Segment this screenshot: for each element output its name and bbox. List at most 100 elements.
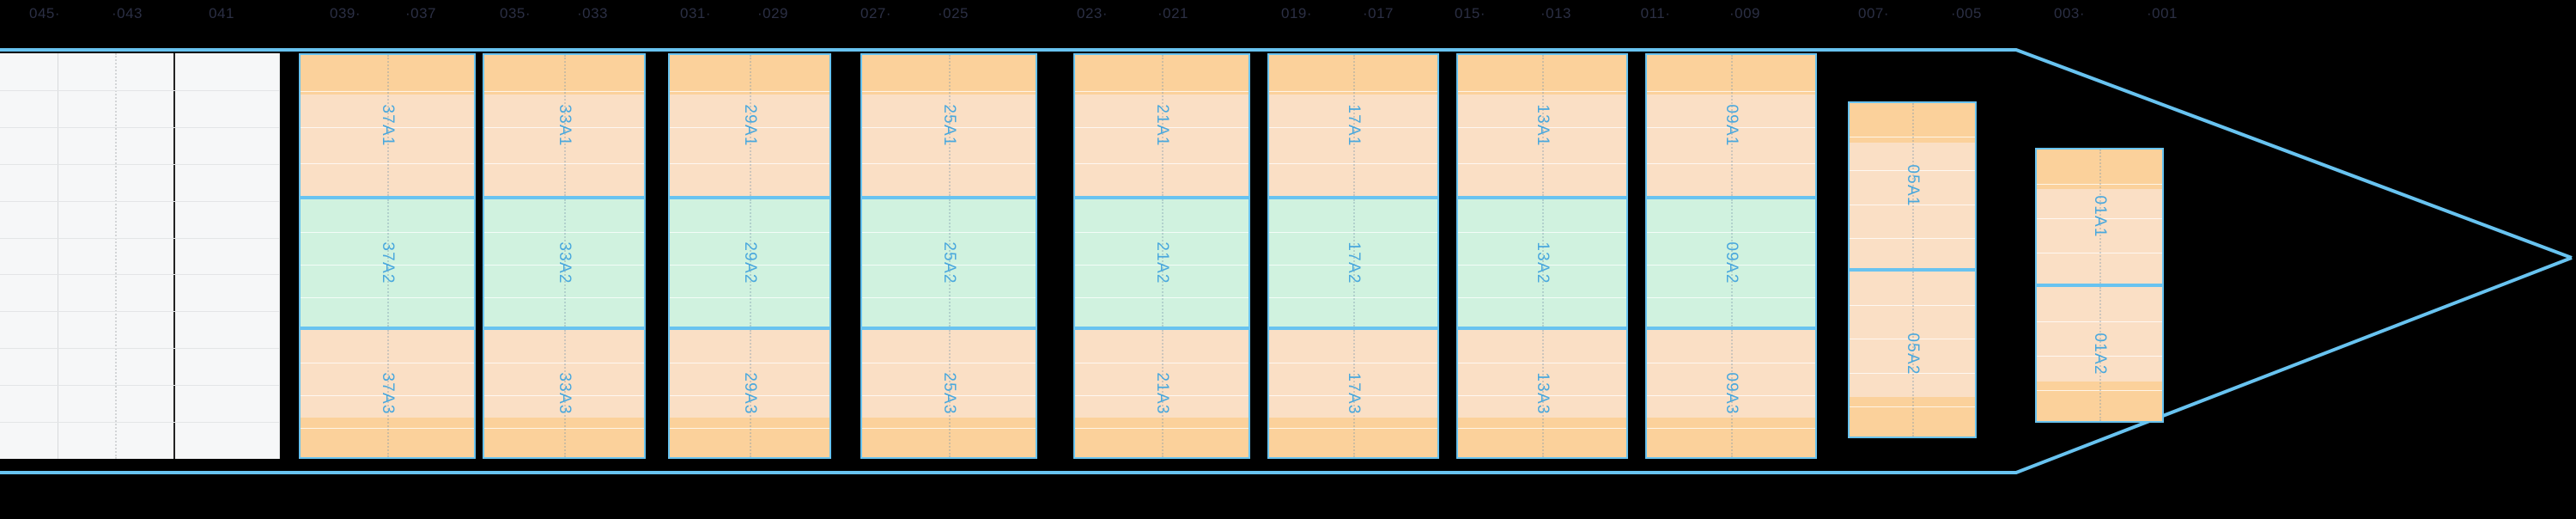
tier-cap-strip — [1269, 55, 1437, 95]
bay-centreline — [387, 330, 389, 457]
tier-17A3[interactable]: 17A3 — [1267, 328, 1439, 459]
grid-row-line — [0, 238, 279, 239]
slot-divider-line — [1458, 127, 1626, 128]
bay-centreline — [949, 330, 951, 457]
tier-25A1[interactable]: 25A1 — [860, 53, 1037, 198]
tier-01A1[interactable]: 01A1 — [2035, 148, 2164, 285]
tier-21A3[interactable]: 21A3 — [1073, 328, 1250, 459]
tier-cap-strip — [670, 55, 829, 95]
tier-label: 13A2 — [1534, 241, 1552, 284]
tier-cap-strip — [862, 418, 1036, 457]
bay-centreline — [2099, 287, 2101, 421]
tier-label: 29A2 — [741, 241, 759, 284]
tier-17A1[interactable]: 17A1 — [1267, 53, 1439, 198]
bay-29[interactable]: 29A1 29A2 29A3 — [668, 53, 831, 459]
bay-01[interactable]: 01A1 01A2 — [2035, 148, 2164, 423]
bay-centreline — [564, 330, 566, 457]
grid-row-line — [0, 422, 279, 423]
tier-33A3[interactable]: 33A3 — [483, 328, 646, 459]
grid-row-line — [0, 385, 279, 386]
tier-09A1[interactable]: 09A1 — [1645, 53, 1817, 198]
tier-01A2[interactable]: 01A2 — [2035, 285, 2164, 423]
tier-33A1[interactable]: 33A1 — [483, 53, 646, 198]
tier-25A3[interactable]: 25A3 — [860, 328, 1037, 459]
tier-09A2[interactable]: 09A2 — [1645, 198, 1817, 328]
slot-divider-line — [301, 395, 474, 396]
tier-13A2[interactable]: 13A2 — [1456, 198, 1628, 328]
bay-centreline — [1542, 55, 1544, 196]
grid-column — [0, 53, 58, 459]
grid-column — [0, 53, 280, 459]
ruler-tick: ·021 — [1157, 5, 1189, 21]
slot-divider-line — [484, 127, 644, 128]
tier-label: 01A1 — [2091, 195, 2109, 238]
tier-cap-strip — [1458, 55, 1626, 95]
tier-29A1[interactable]: 29A1 — [668, 53, 831, 198]
tier-label: 09A2 — [1722, 241, 1741, 284]
tier-37A3[interactable]: 37A3 — [299, 328, 476, 459]
ruler-tick: 019· — [1280, 5, 1313, 21]
bay-centreline — [949, 55, 951, 196]
tier-label: 09A1 — [1722, 104, 1741, 147]
slot-divider-line — [1075, 127, 1249, 128]
tier-37A1[interactable]: 37A1 — [299, 53, 476, 198]
slot-divider-line — [1075, 91, 1249, 92]
ruler-tick: ·043 — [111, 5, 143, 21]
grid-row-line — [0, 164, 279, 165]
ruler-tick: 007· — [1857, 5, 1890, 21]
slot-divider-line — [670, 163, 829, 164]
tier-21A1[interactable]: 21A1 — [1073, 53, 1250, 198]
slot-divider-line — [1647, 395, 1815, 396]
tier-21A2[interactable]: 21A2 — [1073, 198, 1250, 328]
bay-centreline — [1162, 199, 1163, 327]
tier-25A2[interactable]: 25A2 — [860, 198, 1037, 328]
tier-13A3[interactable]: 13A3 — [1456, 328, 1628, 459]
slot-divider-line — [862, 91, 1036, 92]
tier-cap-strip — [1075, 55, 1249, 95]
slot-divider-line — [1458, 91, 1626, 92]
slot-divider-line — [1458, 265, 1626, 266]
tier-37A2[interactable]: 37A2 — [299, 198, 476, 328]
slot-divider-line — [1269, 428, 1437, 429]
tier-17A2[interactable]: 17A2 — [1267, 198, 1439, 328]
ruler-tick: 027· — [860, 5, 892, 21]
tier-cap-strip — [1647, 55, 1815, 95]
grid-column — [0, 53, 175, 459]
slot-divider-line — [862, 265, 1036, 266]
tier-label: 13A3 — [1534, 372, 1552, 415]
bay-09[interactable]: 09A1 09A2 09A3 — [1645, 53, 1817, 459]
tier-label: 05A1 — [1904, 164, 1922, 207]
tier-13A1[interactable]: 13A1 — [1456, 53, 1628, 198]
slot-divider-line — [1075, 232, 1249, 233]
slot-divider-line — [1075, 297, 1249, 298]
empty-grid-region — [0, 53, 280, 459]
tier-09A3[interactable]: 09A3 — [1645, 328, 1817, 459]
grid-column — [0, 53, 117, 459]
bay-centreline — [2099, 150, 2101, 284]
tier-05A1[interactable]: 05A1 — [1848, 101, 1977, 270]
slot-divider-line — [2037, 390, 2162, 391]
bay-centreline — [1731, 55, 1733, 196]
tier-29A3[interactable]: 29A3 — [668, 328, 831, 459]
bay-centreline — [949, 199, 951, 327]
bay-05[interactable]: 05A1 05A2 — [1848, 101, 1977, 438]
slot-divider-line — [484, 297, 644, 298]
tier-29A2[interactable]: 29A2 — [668, 198, 831, 328]
slot-divider-line — [1075, 428, 1249, 429]
tier-label: 33A3 — [556, 372, 574, 415]
slot-divider-line — [1458, 428, 1626, 429]
slot-divider-line — [1269, 265, 1437, 266]
slot-divider-line — [1269, 232, 1437, 233]
tier-05A2[interactable]: 05A2 — [1848, 270, 1977, 438]
bay-13[interactable]: 13A1 13A2 13A3 — [1456, 53, 1628, 459]
bay-centreline — [750, 330, 751, 457]
tier-33A2[interactable]: 33A2 — [483, 198, 646, 328]
bay-centreline — [1542, 199, 1544, 327]
tier-cap-strip — [1850, 103, 1975, 143]
tier-label: 09A3 — [1722, 372, 1741, 415]
